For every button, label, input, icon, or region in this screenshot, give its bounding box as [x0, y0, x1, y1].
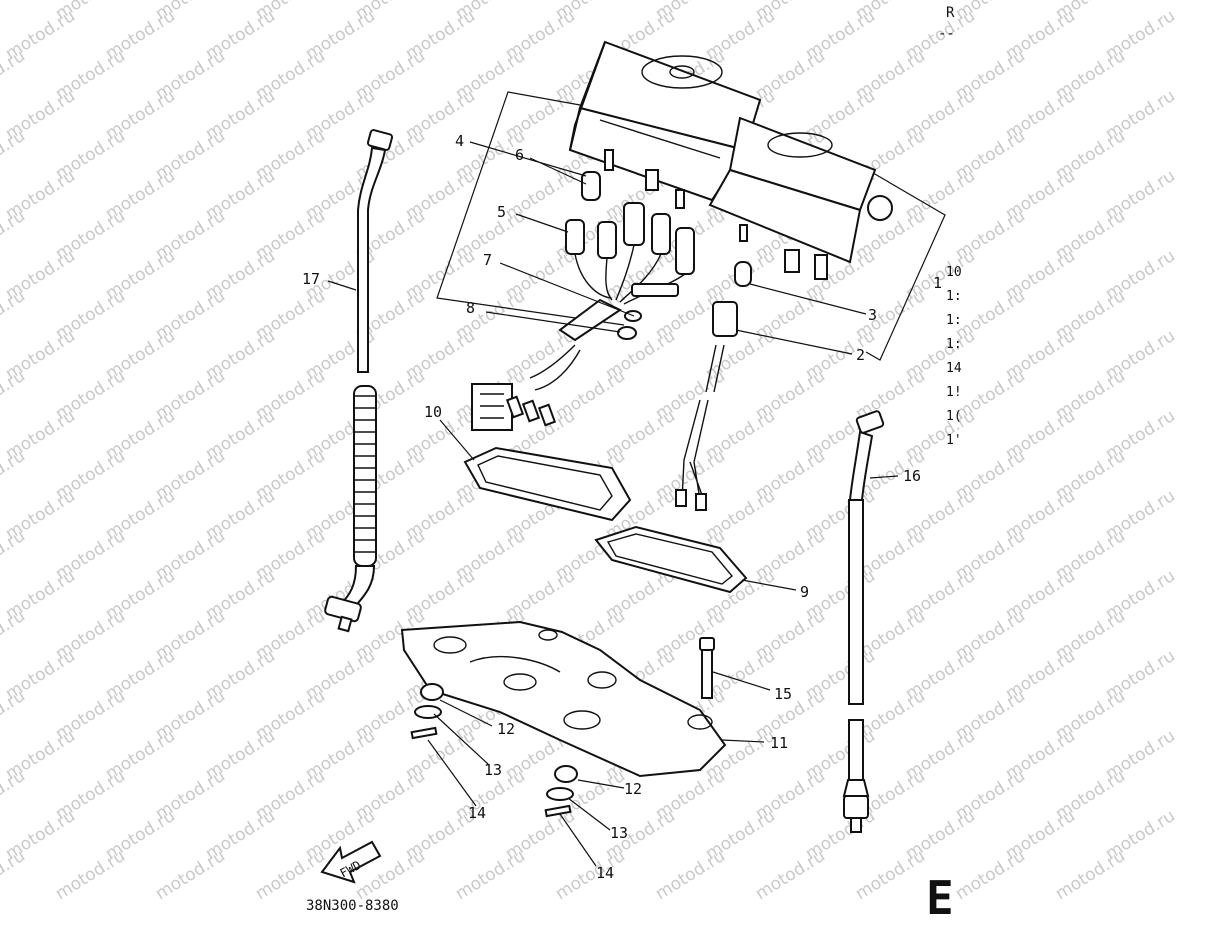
- watermark-text: motod.ru: [252, 846, 329, 904]
- assembly-bracket: [436, 91, 946, 361]
- watermark-text: motod.ru: [552, 846, 629, 904]
- right-edge-column: R -- 10 1: 1: 1: 14 1! 1( 1': [938, 5, 962, 448]
- callout-7: 7: [483, 251, 492, 269]
- watermark-text: motod.ru: [852, 846, 929, 904]
- watermark-text: motod.ru: [752, 846, 829, 904]
- callout-13-lower: 13: [610, 824, 628, 842]
- watermark-text: motod.ru: [52, 846, 129, 904]
- callout-1: 1: [933, 274, 942, 292]
- callout-9: 9: [800, 583, 809, 601]
- right-edge-header: R: [946, 5, 955, 21]
- callout-13-upper: 13: [484, 761, 502, 779]
- tachometer-cable: [842, 410, 885, 833]
- callout-5: 5: [497, 203, 506, 221]
- callout-10: 10: [424, 403, 442, 421]
- callout-2: 2: [856, 346, 865, 364]
- callout-12-lower: 12: [624, 780, 642, 798]
- right-edge-fragment: 1': [946, 433, 962, 448]
- callout-14-upper: 14: [468, 804, 486, 822]
- page-letter: E: [926, 871, 954, 921]
- callout-11: 11: [770, 734, 788, 752]
- callout-12-upper: 12: [497, 720, 515, 738]
- watermark-text: motod.ru: [952, 846, 1029, 904]
- callout-14-lower: 14: [596, 864, 614, 882]
- callout-15: 15: [774, 685, 792, 703]
- right-edge-rule: --: [938, 26, 955, 42]
- watermark-text: motod.ru: [452, 846, 529, 904]
- right-edge-fragment: 1!: [946, 385, 962, 400]
- indicator-socket: [675, 261, 752, 511]
- grommet-set-right: [544, 765, 578, 818]
- watermark-text: motod.ru: [152, 846, 229, 904]
- right-edge-fragment: 1(: [946, 409, 962, 424]
- callout-8: 8: [466, 299, 475, 317]
- grommet-set-left: [410, 683, 444, 740]
- callout-4: 4: [455, 132, 464, 150]
- right-edge-fragment: 10: [946, 265, 962, 280]
- right-edge-fragment: 1:: [946, 337, 962, 352]
- diagram-code: 38N300-8380: [306, 898, 399, 914]
- callout-3: 3: [868, 306, 877, 324]
- callout-17: 17: [302, 270, 320, 288]
- speedometer-cable: [324, 129, 394, 633]
- watermark-text: motod.ru: [652, 846, 729, 904]
- right-edge-fragment: 14: [946, 361, 962, 376]
- right-edge-fragment: 1:: [946, 289, 962, 304]
- right-edge-fragment: 1:: [946, 313, 962, 328]
- leader-lines: [327, 141, 899, 867]
- mounting-bolt: [699, 637, 715, 699]
- callout-labels: 1 2 3 4 5 6 7 8 9 10 11 12 12 13 13 14 1…: [302, 132, 942, 882]
- tachometer-meter: [708, 116, 893, 280]
- meter-gaskets: [463, 446, 748, 594]
- watermark-text: motod.ru: [0, 0, 29, 24]
- wire-harness: [471, 171, 695, 431]
- watermark-text: motod.ru: [1052, 846, 1129, 904]
- callout-16: 16: [903, 467, 921, 485]
- callout-6: 6: [515, 146, 524, 164]
